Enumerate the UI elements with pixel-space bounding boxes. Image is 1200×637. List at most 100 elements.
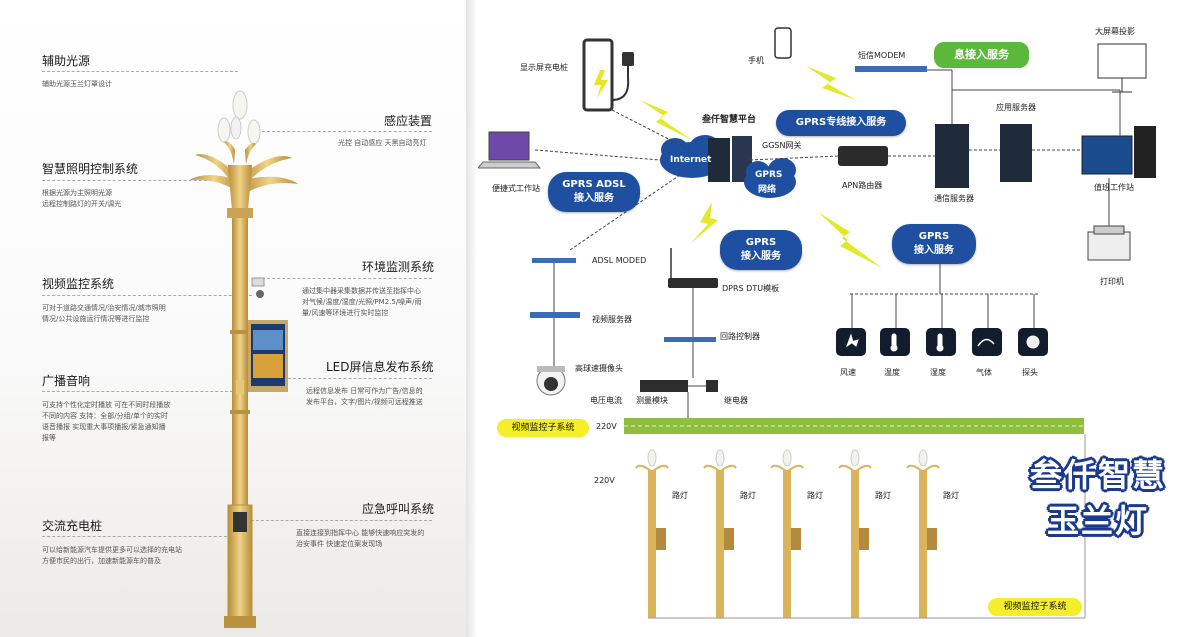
- logo-line-1: 叁仟智慧: [1029, 456, 1166, 494]
- gprs-adsl-service-cloud: GPRS ADSL 接入服务: [548, 172, 640, 212]
- leader-line: [288, 378, 432, 379]
- sensor-label-wind: 风速: [840, 368, 856, 377]
- label-video-server: 视频服务器: [592, 315, 632, 324]
- video-subsystem-tag-2: 视频监控子系统: [988, 598, 1082, 616]
- platform-server-icon: [708, 138, 730, 182]
- laptop-icon: [488, 131, 530, 161]
- label-camera: 高球速摄像头: [575, 364, 623, 373]
- measure-module-icon: [640, 380, 688, 392]
- label-platform: 叁仟智慧平台: [702, 115, 757, 125]
- feature-desc-broadcast: 可支持个性化定时播放 可在不同时段播放 不同的内容 支持：全部/分组/单个的实时…: [42, 401, 171, 442]
- feature-title-env-monitor: 环境监测系统: [362, 260, 435, 274]
- gprs-access-line-1: GPRS: [745, 237, 777, 248]
- relay-icon: [706, 380, 718, 392]
- video-server-icon: [530, 312, 580, 318]
- wireless-bolt-icon: [818, 212, 882, 268]
- sensor-label-probe: 探头: [1022, 368, 1038, 377]
- label-loop-controller: 回路控制器: [720, 332, 760, 341]
- sensor-label-humidity: 湿度: [930, 368, 946, 377]
- sensor-label-gas: 气体: [976, 368, 992, 377]
- wireless-bolt-icon: [690, 202, 718, 244]
- leader-line: [42, 391, 238, 392]
- leader-line: [246, 520, 432, 521]
- feature-title-ev-charger: 交流充电桩: [42, 519, 103, 533]
- gprs-line-service-cloud: GPRS专线接入服务: [776, 110, 906, 136]
- label-measure-module: 测量模块: [636, 396, 668, 405]
- left-feature-panel: 辅助光源 辅助光源玉兰灯罩设计 感应装置 光控 自动感应 天黑自动亮灯 智慧照明…: [0, 0, 466, 637]
- leader-line: [262, 278, 432, 279]
- feature-desc-sensor: 光控 自动感应 天黑自动亮灯: [338, 139, 427, 147]
- feature-title-aux-light: 辅助光源: [42, 54, 91, 68]
- streetlight-label: 路灯: [672, 491, 688, 500]
- feature-desc-emergency: 直接连接到指挥中心 能够快速响应突发的 治安事件 快速定位案发现场: [296, 529, 425, 548]
- label-gprs-net-1: GPRS: [755, 170, 783, 180]
- adsl-modem-icon: [532, 258, 576, 263]
- feature-desc-env-monitor: 通过集中器采集数据并传送至指挥中心 对气候/温度/湿度/光照/PM2.5/噪声/…: [302, 287, 422, 317]
- label-dtu: DPRS DTU模板: [722, 284, 780, 293]
- gprs-adsl-line-2: 接入服务: [574, 193, 614, 204]
- label-duty-station: 值班工作站: [1094, 183, 1134, 192]
- label-app-server: 应用服务器: [996, 103, 1036, 112]
- leader-line: [42, 180, 222, 181]
- dtu-module-icon: [668, 278, 718, 288]
- wireless-bolt-icon: [640, 100, 692, 140]
- info-access-service-badge: 息接入服务: [934, 42, 1029, 68]
- gprs-access-b-line-2: 接入服务: [914, 245, 954, 256]
- gprs-access-b-line-1: GPRS: [918, 231, 950, 242]
- power-bus-220v: [624, 418, 1084, 434]
- label-apn-router: APN路由器: [842, 181, 883, 190]
- label-sms-modem: 短信MODEM: [858, 51, 906, 60]
- label-voltage-current: 电压电流: [590, 396, 622, 405]
- printer-icon: [1087, 231, 1131, 261]
- feature-title-led-screen: LED屏信息发布系统: [326, 360, 434, 374]
- apn-router-icon: [838, 146, 888, 166]
- label-relay: 继电器: [724, 396, 748, 405]
- gprs-access-line-2: 接入服务: [741, 251, 781, 262]
- projector-icon: [1097, 43, 1147, 79]
- label-ggsn: GGSN网关: [762, 141, 802, 150]
- feature-title-smart-lighting: 智慧照明控制系统: [42, 162, 139, 176]
- gprs-access-cloud-left: GPRS 接入服务: [720, 230, 802, 270]
- feature-title-broadcast: 广播音响: [42, 374, 91, 388]
- network-diagram-graphics: [478, 27, 1156, 619]
- streetlight-label: 路灯: [943, 491, 959, 500]
- streetlight-row: [648, 470, 927, 618]
- gprs-adsl-line-1: GPRS ADSL: [562, 179, 626, 190]
- label-220v-a: 220V: [596, 422, 617, 431]
- feature-title-sensor: 感应装置: [384, 114, 433, 128]
- label-comm-server: 通信服务器: [934, 194, 974, 203]
- leader-line: [262, 131, 432, 132]
- panel-divider: [466, 0, 478, 637]
- label-printer: 打印机: [1100, 277, 1124, 286]
- feature-title-video-monitor: 视频监控系统: [42, 277, 115, 291]
- label-internet: Internet: [670, 155, 712, 165]
- leader-line: [42, 295, 252, 296]
- label-gprs-net-2: 网络: [758, 185, 777, 195]
- feature-desc-ev-charger: 可以给新能源汽车提供更多可以选择的充电站 方便市民的出行，加速新能源车的普及: [42, 546, 182, 565]
- gprs-access-cloud-right: GPRS 接入服务: [892, 224, 976, 264]
- app-server-icon: [1000, 124, 1032, 182]
- phone-icon: [774, 27, 792, 59]
- label-phone: 手机: [748, 56, 764, 65]
- loop-controller-icon: [664, 337, 716, 342]
- label-laptop: 便捷式工作站: [492, 184, 540, 193]
- leader-line: [42, 536, 232, 537]
- logo-line-2: 玉兰灯: [1046, 502, 1149, 540]
- feature-desc-led-screen: 远程信息发布 日常可作为广告/信息的 发布平台，文字/图片/视频可远程推送: [306, 387, 423, 406]
- comm-server-icon: [935, 124, 969, 188]
- label-adsl-modem: ADSL MODED: [592, 256, 647, 265]
- duty-workstation-icon: [1081, 135, 1133, 175]
- label-projector: 大屏幕投影: [1095, 27, 1135, 36]
- label-charger: 显示屏充电桩: [520, 63, 568, 72]
- streetlight-label: 路灯: [807, 491, 823, 500]
- video-subsystem-tag-1: 视频监控子系统: [497, 419, 589, 437]
- feature-title-emergency: 应急呼叫系统: [362, 502, 435, 516]
- feature-desc-aux-light: 辅助光源玉兰灯罩设计: [42, 80, 112, 88]
- streetlight-label: 路灯: [740, 491, 756, 500]
- brand-logo: 叁仟智慧 玉兰灯: [1003, 448, 1193, 548]
- magnolia-lamp-pole-illustration: [190, 90, 298, 628]
- leader-line: [42, 71, 238, 72]
- feature-desc-smart-lighting: 根据光源为主照明光源 远程控制路灯的开关/调光: [42, 189, 122, 208]
- sensor-label-temperature: 温度: [884, 368, 900, 377]
